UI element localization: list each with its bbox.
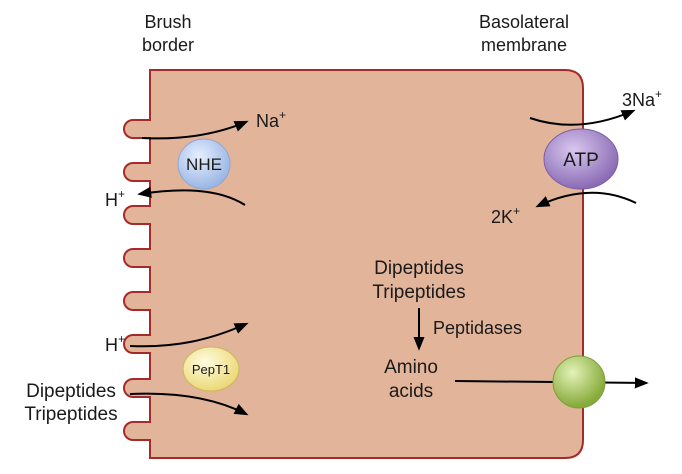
amino-acid-transporter <box>552 355 606 409</box>
atp-label: ATP <box>563 150 599 171</box>
nhe-label: NHE <box>186 155 222 174</box>
h-out-label-top: H+ <box>105 187 125 210</box>
na-in-label: Na+ <box>256 108 286 131</box>
atp-pump <box>543 128 619 190</box>
na-efflux-arrow <box>529 109 636 126</box>
h-efflux-arrow-top <box>137 186 246 206</box>
h-in-label-bottom: H+ <box>105 332 125 355</box>
na-out-label: 3Na+ <box>622 87 662 110</box>
dipeptides-outside-label: Dipeptides <box>26 381 116 402</box>
peptide-influx-arrow <box>129 392 249 416</box>
peptidases-label: Peptidases <box>433 318 522 338</box>
amino-acids-label-line2: acids <box>389 381 433 402</box>
k-in-label: 2K+ <box>491 204 520 227</box>
tripeptides-outside-label: Tripeptides <box>24 404 117 425</box>
amino-acid-efflux-arrow <box>454 377 649 389</box>
cell-body <box>123 69 584 459</box>
dipeptides-inside-label: Dipeptides <box>374 258 464 279</box>
basolateral-label-line2: membrane <box>481 35 567 55</box>
k-influx-arrow <box>535 191 637 208</box>
pept1-label: PepT1 <box>192 362 230 377</box>
h-influx-arrow-bottom <box>129 322 249 348</box>
amino-acids-label-line1: Amino <box>384 357 438 378</box>
brush-border-label-line1: Brush <box>144 12 191 32</box>
basolateral-label-line1: Basolateral <box>479 12 569 32</box>
pept1-transporter <box>182 346 240 392</box>
na-influx-arrow <box>141 120 249 140</box>
brush-border-label-line2: border <box>142 35 194 55</box>
nhe-transporter <box>177 138 231 190</box>
tripeptides-inside-label: Tripeptides <box>372 282 465 303</box>
